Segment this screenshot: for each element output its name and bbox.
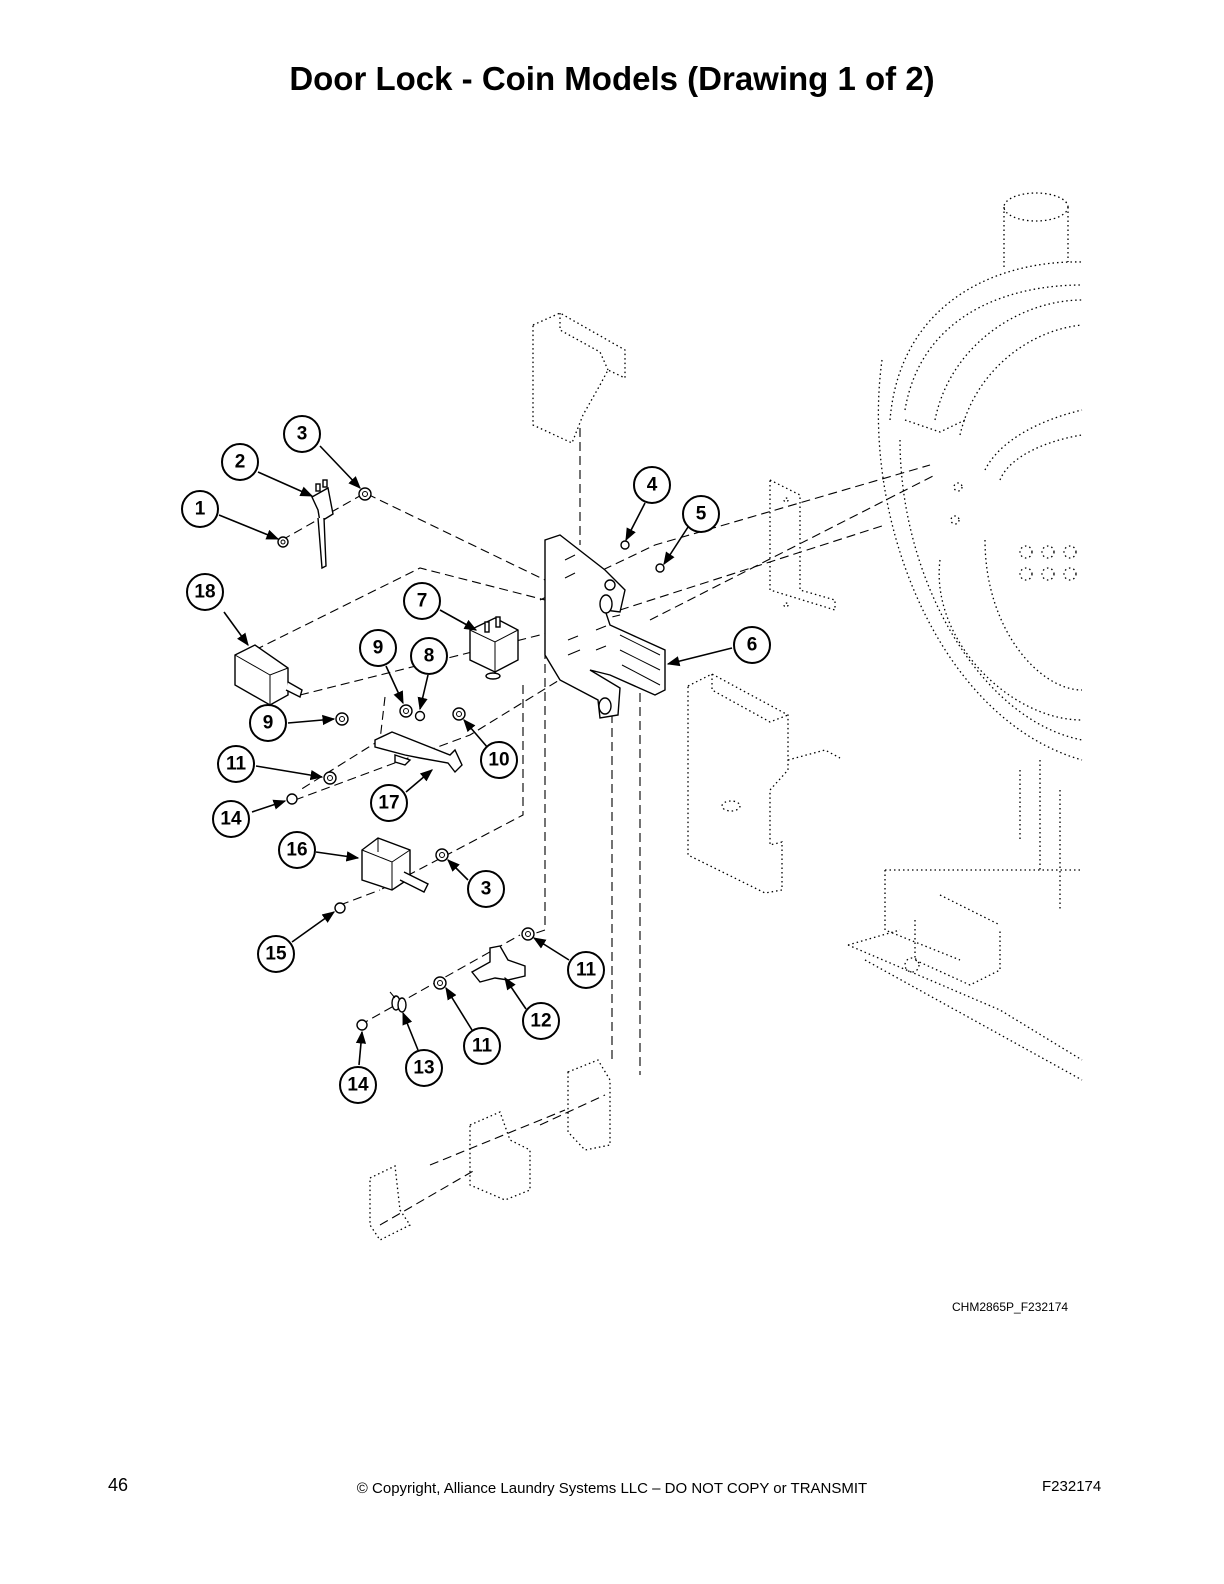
callout-18: 18 [186, 573, 224, 611]
part-screw-5 [655, 563, 665, 573]
callout-17: 17 [370, 784, 408, 822]
part-switch-2 [311, 479, 334, 570]
svg-text:6: 6 [747, 635, 758, 656]
callout-4: 4 [633, 466, 671, 504]
svg-text:17: 17 [378, 793, 399, 814]
callout-2: 2 [221, 443, 259, 481]
callout-11-left: 11 [217, 745, 255, 783]
page-number: 46 [108, 1475, 129, 1495]
part-washer-11a [323, 771, 337, 785]
callout-10: 10 [480, 741, 518, 779]
part-nut-1 [277, 536, 289, 548]
part-washer-11b [521, 927, 535, 941]
part-washer-10 [452, 707, 466, 721]
part-screw-4 [620, 540, 630, 550]
document-code: F232174 [1042, 1478, 1102, 1495]
part-washer-9a [399, 704, 413, 718]
part-washer-9b [335, 712, 349, 726]
part-washer-3b [435, 848, 449, 862]
part-lever-12 [470, 945, 526, 983]
callout-leaders [218, 445, 733, 1066]
part-nut-14b [356, 1019, 368, 1031]
callout-13: 13 [405, 1049, 443, 1087]
part-washer-11c [433, 976, 447, 990]
svg-text:2: 2 [235, 452, 246, 473]
svg-text:5: 5 [696, 504, 707, 525]
upper-cover [532, 312, 626, 444]
callout-11-lower: 11 [463, 1027, 501, 1065]
svg-text:13: 13 [413, 1058, 434, 1079]
copyright-notice: © Copyright, Alliance Laundry Systems LL… [356, 1480, 868, 1497]
drawing-id: CHM2865P_F232174 [952, 1300, 1069, 1314]
svg-text:1: 1 [195, 499, 206, 520]
part-lever-17 [374, 731, 463, 774]
svg-text:10: 10 [488, 750, 509, 771]
part-nut-14a [286, 793, 298, 805]
callout-12: 12 [522, 1002, 560, 1040]
part-spring-13 [389, 991, 407, 1013]
callout-9-lower: 9 [249, 704, 287, 742]
part-bracket-6 [544, 534, 666, 719]
page-title: Door Lock - Coin Models (Drawing 1 of 2) [289, 60, 935, 97]
svg-text:11: 11 [226, 754, 247, 775]
svg-text:3: 3 [297, 424, 308, 445]
callout-7: 7 [403, 582, 441, 620]
part-switch-16 [361, 837, 429, 893]
callout-9-upper: 9 [359, 629, 397, 667]
svg-text:15: 15 [265, 944, 287, 965]
latch-assembly [369, 1059, 611, 1241]
callout-14-lower: 14 [339, 1066, 377, 1104]
svg-text:9: 9 [263, 713, 274, 734]
callout-6: 6 [733, 626, 771, 664]
svg-text:14: 14 [347, 1075, 369, 1096]
callout-8: 8 [410, 637, 448, 675]
callout-5: 5 [682, 495, 720, 533]
part-solenoid-18 [234, 644, 303, 706]
callout-14-upper: 14 [212, 800, 250, 838]
callout-3-lower: 3 [467, 870, 505, 908]
part-nut-8 [414, 710, 426, 722]
svg-text:11: 11 [576, 960, 597, 981]
assembly-lines [254, 428, 936, 1226]
part-nut-15 [334, 902, 346, 914]
svg-text:7: 7 [417, 591, 428, 612]
callout-15: 15 [257, 935, 295, 973]
svg-text:18: 18 [194, 582, 215, 603]
part-washer-3 [358, 487, 372, 501]
callout-11-right: 11 [567, 951, 605, 989]
svg-text:8: 8 [424, 646, 435, 667]
callout-16: 16 [278, 831, 316, 869]
svg-text:12: 12 [530, 1011, 551, 1032]
svg-text:11: 11 [472, 1036, 493, 1057]
svg-text:4: 4 [647, 475, 658, 496]
callout-1: 1 [181, 490, 219, 528]
callout-3: 3 [283, 415, 321, 453]
svg-text:16: 16 [286, 840, 307, 861]
lower-cover [687, 673, 841, 894]
svg-text:9: 9 [373, 638, 384, 659]
svg-text:14: 14 [220, 809, 242, 830]
part-relay-7 [469, 616, 519, 680]
svg-text:3: 3 [481, 879, 492, 900]
machine-outline [769, 192, 1083, 1081]
